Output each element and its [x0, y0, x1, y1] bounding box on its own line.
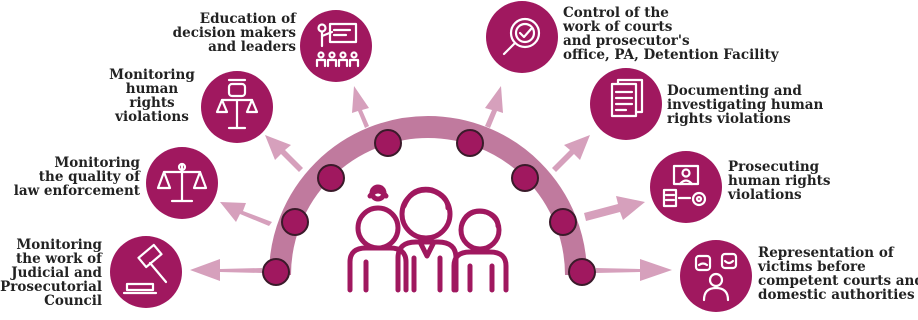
node-education [374, 129, 402, 157]
person-gear-icon [662, 164, 707, 208]
label-line: violations [728, 187, 802, 203]
node-control-courts [456, 129, 484, 157]
label-line: the work of [16, 251, 102, 267]
arrow-control-courts [485, 86, 503, 128]
label-line: rights [129, 95, 175, 111]
label-line: decision makers [172, 25, 296, 41]
label-line: human [125, 81, 179, 97]
label-line: Council [44, 293, 102, 309]
label-line: Documenting and [667, 83, 802, 99]
group-of-people-icon [347, 184, 509, 293]
label-law-enforcement: Monitoring the quality of law enforcemen… [14, 156, 140, 198]
circle-representation [680, 240, 752, 312]
label-line: investigating human [667, 97, 824, 113]
label-line: violations [115, 109, 189, 125]
node-hr-violations-monitoring [317, 164, 345, 192]
label-line: Control of the [563, 5, 669, 21]
documents-icon [610, 78, 644, 118]
node-prosecuting [549, 208, 577, 236]
label-line: domestic authorities [758, 287, 915, 303]
label-line: law enforcement [13, 183, 140, 199]
label-hr-violations-monitoring: Monitoring human rights violations [104, 68, 200, 124]
victim-masks-icon [694, 252, 738, 302]
label-judicial-council: Monitoring the work of Judicial and Pros… [0, 238, 102, 308]
arrow-representation [596, 259, 672, 281]
node-documenting [511, 164, 539, 192]
arrow-documenting [552, 135, 590, 172]
label-prosecuting: Prosecuting human rights violations [728, 160, 831, 202]
magnifier-check-icon [502, 17, 541, 56]
label-representation: Representation of victims before compete… [758, 246, 918, 302]
circle-judicial-council [110, 236, 182, 308]
label-line: victims before [758, 259, 866, 275]
node-representation [568, 258, 596, 286]
circle-control-courts [486, 1, 558, 73]
arc-band [269, 116, 587, 276]
label-line: Monitoring [54, 155, 140, 171]
arc-nodes [262, 129, 596, 286]
arrow-law-enforcement [220, 202, 272, 226]
label-line: the quality of [38, 169, 140, 185]
arrow-prosecuting [584, 196, 645, 221]
label-line: Monitoring [16, 237, 102, 253]
label-line: Monitoring [109, 67, 195, 83]
label-line: Education of [199, 11, 296, 27]
label-line: Judicial and [11, 265, 102, 281]
label-line: human rights [728, 173, 831, 189]
label-line: competent courts and [758, 273, 918, 289]
presentation-icon [315, 22, 360, 68]
scales-icon [156, 162, 208, 203]
fist-scales-icon [215, 78, 259, 130]
arrow-judicial-council [190, 259, 262, 281]
label-control-courts: Control of the work of courts and prosec… [563, 6, 779, 62]
label-line: Representation of [758, 245, 894, 261]
gavel-icon [122, 243, 168, 295]
label-line: work of courts [563, 19, 673, 35]
arrow-education [352, 86, 369, 128]
label-line: and leaders [208, 39, 296, 55]
label-line: Prosecuting [728, 159, 820, 175]
node-judicial-council [262, 258, 290, 286]
circle-prosecuting [650, 151, 722, 223]
label-education: Education of decision makers and leaders [173, 12, 296, 54]
label-line: Prosecutorial [0, 279, 102, 295]
circle-education [300, 10, 372, 82]
label-line: rights violations [667, 111, 791, 127]
arrow-hr-violations-monitoring [265, 135, 303, 172]
label-line: office, PA, Detention Facility [563, 47, 779, 63]
label-documenting: Documenting and investigating human righ… [667, 84, 823, 126]
label-line: and prosecutor's [563, 33, 690, 49]
node-law-enforcement [281, 208, 309, 236]
